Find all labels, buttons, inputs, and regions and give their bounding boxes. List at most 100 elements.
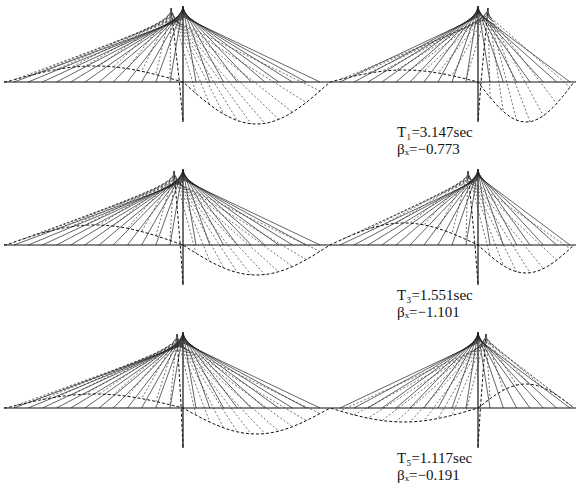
- stay-cable: [452, 333, 478, 408]
- stay-cable: [368, 14, 478, 82]
- deformed-cable: [174, 177, 265, 275]
- deformed-cable: [488, 15, 570, 87]
- deformed-cable: [466, 334, 486, 412]
- deformed-cable: [177, 340, 265, 434]
- deformed-cable: [99, 340, 177, 394]
- deformed-cable: [170, 334, 177, 405]
- deformed-cable: [113, 13, 171, 67]
- deformed-cable: [142, 336, 177, 398]
- deformed-cable: [28, 183, 174, 237]
- deformed-cable: [468, 171, 490, 256]
- deformed-cable: [42, 182, 174, 233]
- stay-cable: [396, 175, 478, 245]
- deformed-cable: [156, 9, 171, 74]
- stay-cable: [466, 332, 478, 408]
- stay-cable: [71, 14, 183, 82]
- deformed-cable: [340, 345, 486, 411]
- period-label: T₃=1.551sec: [397, 287, 473, 304]
- stay-cable: [478, 173, 530, 245]
- deformed-cable: [488, 13, 543, 116]
- deformed-cable: [438, 336, 486, 418]
- stay-cable: [478, 334, 517, 408]
- stay-cable: [368, 177, 478, 245]
- deformed-cable: [127, 12, 171, 69]
- deformed-cable: [142, 10, 171, 71]
- stay-cable: [478, 13, 570, 82]
- deformed-cable: [171, 16, 292, 112]
- deformed-cable: [171, 9, 210, 105]
- deformed-cable: [57, 18, 171, 70]
- deformed-cable: [99, 14, 171, 66]
- deck: [4, 244, 576, 245]
- stay-cable: [424, 173, 478, 245]
- deformed-cable: [396, 14, 488, 70]
- deformed-cable: [410, 339, 486, 422]
- deformed-cable: [156, 172, 174, 236]
- deformed-cable: [382, 341, 486, 420]
- stay-cable: [478, 175, 557, 245]
- deformed-cable: [113, 339, 177, 395]
- deformed-cable: [177, 339, 251, 434]
- tower: [477, 332, 478, 448]
- deformed-cable: [368, 342, 486, 418]
- deformed-cable: [354, 18, 488, 77]
- period-label: T₁=3.147sec: [397, 124, 473, 141]
- deformed-cable: [170, 171, 174, 240]
- stay-cable: [424, 10, 478, 82]
- stay-cable: [99, 12, 183, 82]
- stay-cable: [478, 176, 570, 245]
- deformed-cable: [127, 175, 174, 229]
- deformed-cable: [171, 15, 279, 119]
- deformed-cable: [28, 346, 177, 403]
- stay-cable: [183, 343, 320, 408]
- deformed-cable: [174, 181, 306, 260]
- deformed-cable: [171, 13, 251, 124]
- stay-cable: [452, 170, 478, 245]
- deformed-cable: [174, 182, 320, 252]
- deformed-cable: [466, 8, 488, 79]
- deck: [4, 81, 576, 82]
- stay-cable: [396, 12, 478, 82]
- deformed-cable: [174, 179, 292, 266]
- deformed-cable: [171, 18, 306, 103]
- mode-shape: [4, 332, 576, 448]
- stay-cable: [396, 338, 478, 408]
- deformed-cable: [174, 173, 224, 267]
- deformed-cable: [174, 178, 279, 271]
- stay-cable: [183, 180, 320, 245]
- deformed-deck: [4, 66, 574, 124]
- deformed-cable: [171, 10, 224, 114]
- deformed-cable: [174, 176, 251, 275]
- deformed-cable: [424, 338, 486, 421]
- stay-cable: [478, 170, 503, 245]
- deformed-cable: [488, 12, 530, 122]
- mode-shape: [4, 169, 576, 285]
- stay-cable: [127, 336, 183, 408]
- deformed-cable: [468, 175, 530, 273]
- deformed-tower: [177, 334, 183, 448]
- deformed-cable: [382, 15, 488, 71]
- deformed-cable: [488, 14, 557, 103]
- deformed-cable: [14, 347, 177, 406]
- deformed-cable: [42, 19, 171, 73]
- stay-cable: [478, 336, 530, 408]
- deformed-cable: [28, 20, 171, 76]
- deformed-cable: [177, 342, 292, 426]
- deformed-cable: [468, 173, 517, 271]
- deformed-cable: [177, 338, 237, 432]
- deformed-cable: [177, 334, 196, 415]
- deformed-cable: [142, 173, 174, 231]
- mode-shape: [4, 6, 576, 124]
- deformed-cable: [171, 14, 265, 123]
- deformed-tower: [171, 8, 183, 122]
- deformed-cable: [174, 171, 196, 253]
- stay-cable: [183, 17, 320, 82]
- stay-cable: [478, 10, 530, 82]
- deformed-cable: [468, 177, 557, 260]
- deformed-cable: [468, 172, 503, 265]
- deformed-cable: [85, 341, 177, 394]
- deformed-cable: [113, 176, 174, 226]
- stay-cable: [478, 174, 543, 245]
